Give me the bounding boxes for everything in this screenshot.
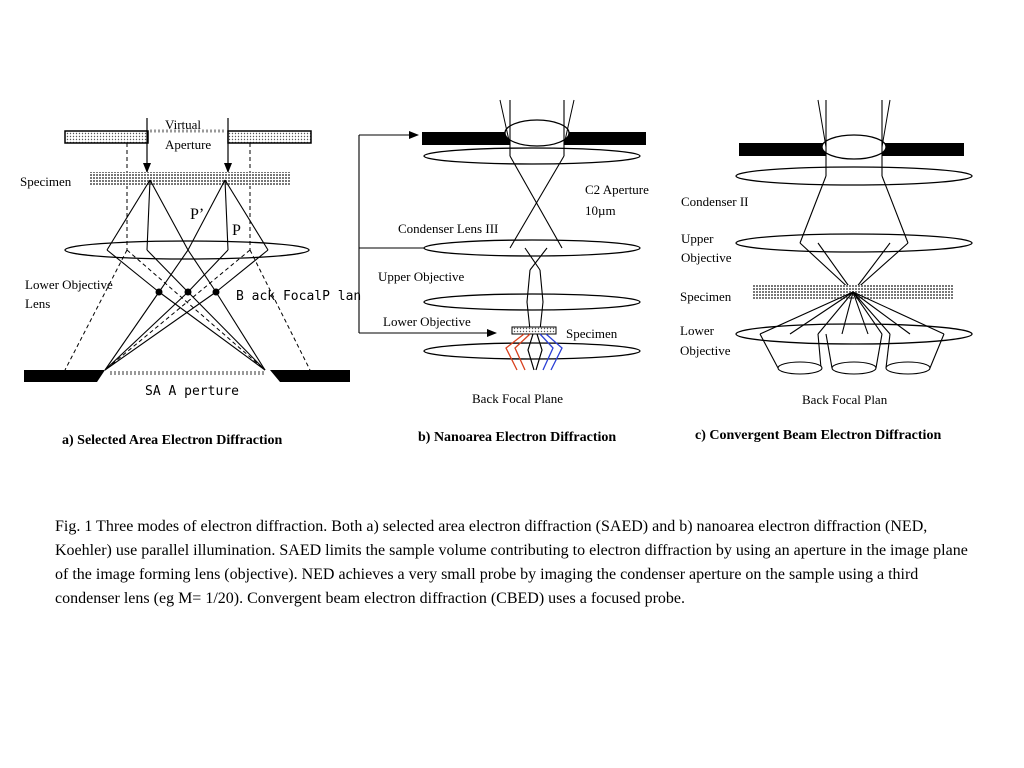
c2-aperture-label-2: 10µm <box>585 203 616 218</box>
blue-diffraction-ray <box>539 333 554 371</box>
condenser-ii-label: Condenser II <box>681 194 749 209</box>
condenser-aperture-right-plate-c <box>882 143 964 156</box>
figure-caption: Fig. 1 Three modes of electron diffracti… <box>55 518 968 607</box>
c2-lens <box>504 119 570 147</box>
focal-point-left <box>155 288 163 296</box>
p-label: P <box>232 222 241 239</box>
p-prime-label: P’ <box>190 206 204 223</box>
specimen-label-c: Specimen <box>680 289 732 304</box>
focal-point-right <box>212 288 220 296</box>
panel-a-title: a) Selected Area Electron Diffraction <box>62 433 283 448</box>
condenser-aperture-right-plate <box>227 130 312 144</box>
condenser-aperture-left-plate-c <box>739 143 826 156</box>
c2-aperture-right-plate <box>564 132 646 145</box>
sa-aperture-label: SA A perture <box>145 384 239 399</box>
c2-aperture-left-plate <box>422 132 510 145</box>
red-diffraction-ray <box>514 333 531 371</box>
condenser-lens-iii <box>423 239 641 257</box>
lower-objective-lens-a <box>64 240 310 260</box>
panel-c-cbed: Condenser II Upper Objective Specimen Lo… <box>680 99 973 443</box>
lower-objective-lens-label-2: Lens <box>25 296 50 311</box>
cbed-disk-right <box>885 361 931 375</box>
condenser-ii-lens <box>735 166 973 186</box>
upper-objective-label-b: Upper Objective <box>378 269 465 284</box>
upper-objective-lens-b <box>423 293 641 311</box>
lower-objective-label-c-1: Lower <box>680 323 715 338</box>
panel-c-title: c) Convergent Beam Electron Diffraction <box>695 428 941 443</box>
electron-diffraction-figure: Virtual Aperture Specimen P’ P Lower Obj… <box>20 99 973 448</box>
sa-aperture-right-plate <box>270 370 350 382</box>
upper-objective-label-c-2: Objective <box>681 250 732 265</box>
condenser-lens-upper <box>423 147 641 165</box>
condenser-lens-iii-label: Condenser Lens III <box>398 221 498 236</box>
specimen-label-a: Specimen <box>20 174 72 189</box>
lower-objective-lens-label-1: Lower Objective <box>25 277 113 292</box>
upper-objective-label-c-1: Upper <box>681 231 714 246</box>
specimen-layer-a <box>90 172 290 186</box>
virtual-aperture-label-2: Aperture <box>165 137 211 152</box>
lower-objective-lens-c <box>735 323 973 345</box>
virtual-aperture-label-1: Virtual <box>165 117 201 132</box>
panel-b-title: b) Nanoarea Electron Diffraction <box>418 430 616 445</box>
back-focal-plan-label-a: B ack FocalP lan <box>236 289 361 304</box>
back-focal-plane-label-b: Back Focal Plane <box>472 391 563 406</box>
sa-aperture-left-plate <box>24 370 105 382</box>
focal-point-center <box>184 288 192 296</box>
specimen-layer-b <box>511 326 557 335</box>
specimen-label-b: Specimen <box>566 326 618 341</box>
lower-objective-label-c-2: Objective <box>680 343 731 358</box>
condenser-aperture-lens-c <box>821 134 887 160</box>
panel-b-ned: C2 Aperture 10µm Condenser Lens III Uppe… <box>358 99 649 445</box>
cbed-disk-left <box>777 361 823 375</box>
lower-objective-label-b: Lower Objective <box>383 314 471 329</box>
upper-objective-lens-c <box>735 233 973 253</box>
condenser-aperture-left-plate <box>64 130 149 144</box>
lower-objective-lens-b <box>423 342 641 360</box>
panel-a-saed: Virtual Aperture Specimen P’ P Lower Obj… <box>20 117 361 448</box>
back-focal-plan-label-c: Back Focal Plan <box>802 392 888 407</box>
c2-aperture-label-1: C2 Aperture <box>585 182 649 197</box>
cbed-disk-center <box>831 361 877 375</box>
